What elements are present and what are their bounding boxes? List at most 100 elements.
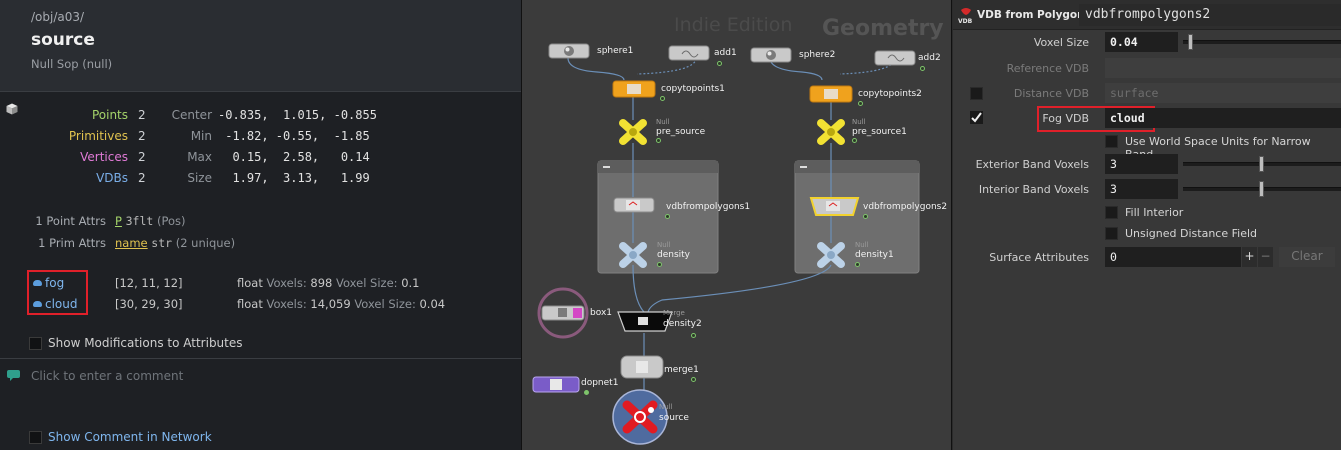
- node-density1[interactable]: [817, 242, 845, 268]
- unsigned-distance-label: Unsigned Distance Field: [1125, 227, 1257, 240]
- stat-value: -0.835, 1.015, -0.855: [218, 108, 377, 122]
- vdb-list-highlight: [27, 270, 88, 315]
- vdb-item-cloud[interactable]: cloud: [33, 297, 78, 311]
- cloud-icon: [33, 301, 42, 307]
- voxel-size-field[interactable]: 0.04: [1105, 32, 1178, 52]
- distance-vdb-checkbox[interactable]: [970, 87, 983, 100]
- vdb-voxel-size-label: Voxel Size:: [336, 276, 398, 290]
- point-attrs-value: P 3flt (Pos): [115, 214, 185, 228]
- vdb-voxels-label: Voxels:: [266, 276, 307, 290]
- surface-attributes-add-button[interactable]: +: [1242, 247, 1257, 267]
- label-copytopoints1: copytopoints1: [661, 84, 725, 94]
- surface-attributes-field[interactable]: 0: [1105, 247, 1241, 267]
- label-density2: density2: [663, 319, 702, 329]
- stat-key: Max: [187, 150, 212, 164]
- vdb-voxels-label: Voxels:: [266, 297, 307, 311]
- prim-attr-type: str: [151, 236, 173, 250]
- node-density[interactable]: [619, 242, 647, 268]
- node-pre-source[interactable]: [619, 119, 647, 145]
- world-space-checkbox[interactable]: [1105, 135, 1118, 148]
- vdb-item-fog[interactable]: fog: [33, 276, 64, 290]
- flag-vdbfrompolygons2: [863, 214, 868, 219]
- fog-vdb-field[interactable]: cloud: [1105, 108, 1341, 128]
- flag-vdbfrompolygons1: [665, 214, 670, 219]
- exterior-band-field[interactable]: 3: [1105, 154, 1178, 174]
- label-density1: density1: [855, 250, 894, 260]
- vdb-voxels: 14,059: [310, 297, 351, 311]
- network-graph[interactable]: [522, 0, 952, 450]
- label-add1: add1: [714, 48, 737, 58]
- voxel-size-slider-handle[interactable]: [1187, 34, 1193, 50]
- surface-attributes-clear-button[interactable]: Clear: [1279, 247, 1335, 267]
- point-attr-type: 3flt: [125, 214, 154, 228]
- cloud-icon: [33, 280, 42, 286]
- node-sphere1[interactable]: [548, 43, 590, 59]
- point-attr-extra: (Pos): [156, 214, 186, 228]
- reference-vdb-label: Reference VDB: [1006, 62, 1089, 75]
- node-dopnet1[interactable]: [532, 376, 580, 393]
- show-modifications-label: Show Modifications to Attributes: [48, 336, 243, 350]
- node-sphere2[interactable]: [750, 47, 792, 63]
- show-comment-checkbox[interactable]: [29, 431, 42, 444]
- stat-label: VDBs: [96, 171, 128, 185]
- show-modifications-checkbox[interactable]: [29, 337, 42, 350]
- unsigned-distance-checkbox[interactable]: [1105, 227, 1118, 240]
- vdb-voxel-size: 0.04: [419, 297, 446, 311]
- label-sphere1: sphere1: [597, 46, 634, 56]
- point-attr-name: P: [115, 214, 122, 228]
- vdb-details: float Voxels: 898 Voxel Size: 0.1: [237, 276, 419, 290]
- distance-vdb-field[interactable]: surface: [1105, 83, 1341, 103]
- interior-band-field[interactable]: 3: [1105, 179, 1178, 199]
- network-editor[interactable]: Indie Edition Geometry: [521, 0, 952, 450]
- stat-key: Size: [187, 171, 212, 185]
- comment-input[interactable]: Click to enter a comment: [31, 369, 184, 383]
- parm-node-type: VDB from Polygons: [977, 9, 1091, 21]
- node-pre-source1[interactable]: [817, 119, 845, 145]
- stat-label: Vertices: [80, 150, 128, 164]
- vdb-data-type: float: [237, 276, 263, 290]
- network-box-left[interactable]: [597, 160, 719, 274]
- label-dopnet1: dopnet1: [581, 378, 619, 388]
- vdb-data-type: float: [237, 297, 263, 311]
- flag-density1: [855, 262, 860, 267]
- label-box1: box1: [590, 308, 612, 318]
- label-pre-source1: pre_source1: [852, 127, 907, 137]
- node-merge1[interactable]: [620, 355, 664, 379]
- reference-vdb-field[interactable]: [1105, 58, 1341, 78]
- vdb-resolution: [30, 29, 30]: [115, 297, 183, 311]
- node-source[interactable]: [612, 389, 668, 445]
- network-box-right[interactable]: [794, 160, 920, 274]
- node-box1[interactable]: [537, 287, 589, 339]
- vdb-details: float Voxels: 14,059 Voxel Size: 0.04: [237, 297, 445, 311]
- parm-node-name-field[interactable]: vdbfrompolygons2: [1079, 4, 1341, 26]
- show-comment-label: Show Comment in Network: [48, 430, 212, 444]
- node-density2[interactable]: [617, 311, 673, 332]
- parameter-header: VDB VDB from Polygons vdbfrompolygons2: [953, 0, 1341, 30]
- point-attrs-label: 1 Point Attrs: [35, 214, 106, 228]
- tag-source: Null: [659, 403, 673, 411]
- exterior-band-slider-handle[interactable]: [1259, 156, 1264, 172]
- tag-pre-source1: Null: [852, 118, 866, 126]
- flag-add2: [920, 66, 925, 71]
- comment-separator: [0, 358, 521, 359]
- prim-attr-extra: (2 unique): [175, 236, 236, 250]
- fill-interior-checkbox[interactable]: [1105, 206, 1118, 219]
- node-vdbfrompolygons1[interactable]: [613, 197, 655, 213]
- vdb-name: fog: [45, 276, 65, 290]
- comment-bubble-icon: [7, 370, 20, 381]
- voxel-size-slider[interactable]: [1183, 40, 1341, 44]
- fog-vdb-label: Fog VDB: [1042, 112, 1089, 125]
- fog-vdb-checkbox-checked-icon[interactable]: [970, 111, 983, 124]
- flag-dopnet1: [584, 390, 589, 395]
- surface-attributes-remove-button[interactable]: −: [1258, 247, 1273, 267]
- node-copytopoints2[interactable]: [809, 85, 853, 103]
- prim-attr-name: name: [115, 236, 148, 250]
- node-add1[interactable]: [668, 45, 710, 61]
- prim-attrs-value: name str (2 unique): [115, 236, 235, 250]
- node-add2[interactable]: [874, 50, 916, 66]
- node-vdbfrompolygons2[interactable]: [809, 197, 860, 216]
- interior-band-slider-handle[interactable]: [1259, 181, 1264, 197]
- node-copytopoints1[interactable]: [612, 80, 656, 98]
- flag-merge1: [691, 377, 696, 382]
